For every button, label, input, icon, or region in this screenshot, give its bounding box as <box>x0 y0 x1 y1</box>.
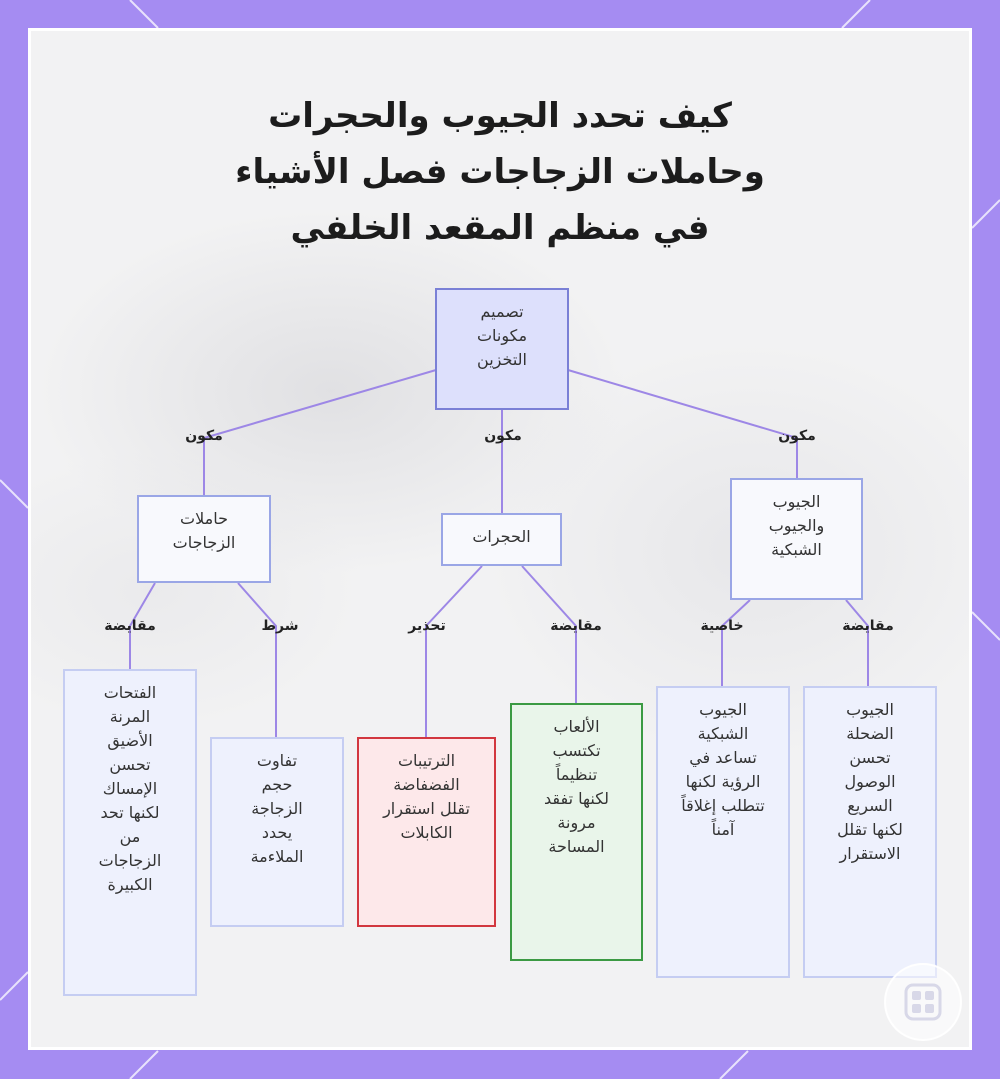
title-line-2: وحاملات الزجاجات فصل الأشياء <box>235 152 765 192</box>
edge-label-warning-compartments: تحذير <box>408 618 446 634</box>
node-storage-component-design[interactable]: تصميم مكونات التخزين <box>435 288 569 410</box>
edge-bh-tradeoff <box>129 582 156 670</box>
edge-comp-tradeoff <box>521 565 577 703</box>
node-shallow-pocket-tradeoff[interactable]: الجيوب الضحلة تحسن الوصول السريع لكنها ت… <box>803 686 937 978</box>
edge-label-condition-bottle-holders: شرط <box>261 618 299 634</box>
edge-label-component-left: مكون <box>185 428 223 444</box>
node-mesh-pocket-feature[interactable]: الجيوب الشبكية تساعد في الرؤية لكنها تتط… <box>656 686 790 978</box>
node-compartment-warning[interactable]: الترتيبات الفضفاضة تقلل استقرار الكابلات <box>357 737 496 927</box>
edge-pockets-feature <box>721 599 751 687</box>
edge-label-feature-pockets: خاصية <box>700 618 744 634</box>
edge-label-tradeoff-bottle-holders: مقايضة <box>104 618 156 634</box>
edge-label-component-right: مكون <box>778 428 816 444</box>
grid-logo-icon <box>884 963 962 1041</box>
edge-comp-warning <box>425 565 483 738</box>
edge-label-component-center: مكون <box>484 428 522 444</box>
node-pockets-and-mesh-pockets[interactable]: الجيوب والجيوب الشبكية <box>730 478 863 600</box>
node-bottle-holder-tradeoff[interactable]: الفتحات المرنة الأضيق تحسن الإمساك لكنها… <box>63 669 197 996</box>
edge-label-tradeoff-pockets: مقايضة <box>842 618 894 634</box>
node-compartments[interactable]: الحجرات <box>441 513 562 566</box>
title-line-1: كيف تحدد الجيوب والحجرات <box>268 96 732 136</box>
diagram-title: كيف تحدد الجيوب والحجرات وحاملات الزجاجا… <box>0 88 1000 256</box>
node-bottle-size-condition[interactable]: تفاوت حجم الزجاجة يحدد الملاءمة <box>210 737 344 927</box>
edge-bh-condition <box>237 582 277 738</box>
node-bottle-holders[interactable]: حاملات الزجاجات <box>137 495 271 583</box>
edge-label-tradeoff-compartments: مقايضة <box>550 618 602 634</box>
edge-root-pockets <box>567 369 798 479</box>
edge-pockets-tradeoff <box>845 599 869 687</box>
title-line-3: في منظم المقعد الخلفي <box>290 208 710 248</box>
node-compartment-tradeoff[interactable]: الألعاب تكتسب تنظيماً لكنها تفقد مرونة ا… <box>510 703 643 961</box>
edge-root-bottle-holders <box>203 369 437 496</box>
